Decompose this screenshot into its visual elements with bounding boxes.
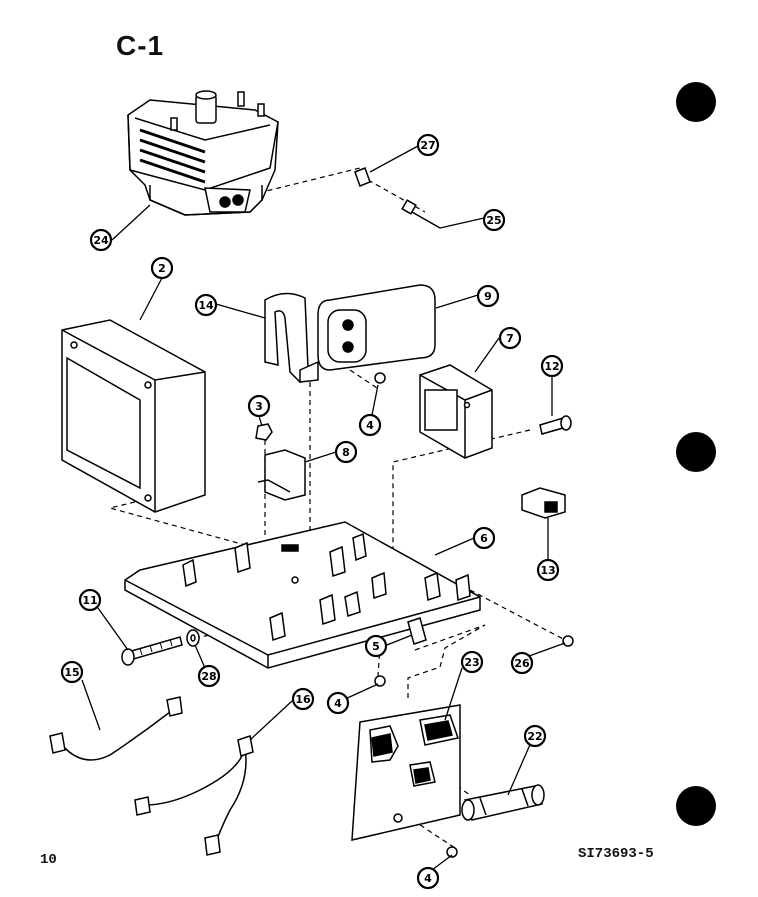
clip-5 [407, 617, 427, 645]
part-callout-15: 15 [60, 660, 84, 684]
part-callout-13: 13 [536, 558, 560, 582]
binder-hole-middle [676, 432, 716, 472]
part-callout-label: 22 [527, 730, 542, 743]
power-transformer [61, 319, 206, 513]
part-callout-label: 14 [198, 299, 214, 312]
base-plate [124, 521, 481, 669]
part-callout-12: 12 [540, 354, 564, 378]
fuse-22 [461, 784, 545, 821]
washer-28 [186, 629, 200, 647]
connector-13 [521, 487, 566, 519]
nut-3 [255, 423, 273, 441]
wire-harness-16 [134, 735, 254, 856]
part-callout-label: 6 [480, 532, 488, 545]
part-callout-label: 13 [540, 564, 555, 577]
part-callout-3: 3 [247, 394, 271, 418]
part-callout-label: 12 [544, 360, 559, 373]
screw-11 [121, 636, 183, 666]
part-callout-label: 16 [295, 693, 311, 706]
part-callout-23: 23 [460, 650, 484, 674]
part-callout-6: 6 [472, 526, 496, 550]
binder-hole-top [676, 82, 716, 122]
filament-transformer [419, 364, 493, 459]
part-callout-4: 4 [326, 691, 350, 715]
binder-hole-bottom [676, 786, 716, 826]
part-callout-label: 26 [514, 657, 530, 670]
part-callout-label: 11 [82, 594, 97, 607]
part-callout-label: 25 [486, 214, 501, 227]
callout-group: 24 27 25 2 14 9 7 12 3 4 8 13 6 11 28 5 26 15 4 16 23 22 4 [60, 133, 564, 890]
part-callout-label: 4 [334, 697, 342, 710]
capacitor-bracket [264, 292, 319, 384]
part-callout-25: 25 [482, 208, 506, 232]
part-callout-label: 5 [372, 640, 380, 653]
page-title: C-1 [116, 30, 165, 61]
part-callout-16: 16 [291, 687, 315, 711]
part-callout-7: 7 [498, 326, 522, 350]
part-callout-5: 5 [364, 634, 388, 658]
part-callout-label: 3 [255, 400, 263, 413]
part-callout-28: 28 [197, 664, 221, 688]
part-callout-9: 9 [476, 284, 500, 308]
nut-4-middle [374, 675, 386, 687]
part-callout-14: 14 [194, 293, 218, 317]
part-callout-label: 7 [506, 332, 514, 345]
leader-lines [81, 145, 566, 871]
magnetron-clip [354, 167, 371, 187]
nut-4-upper [374, 372, 386, 384]
nut-4-lower [446, 846, 458, 858]
part-callout-26: 26 [510, 651, 534, 675]
part-callout-label: 9 [484, 290, 492, 303]
part-callout-label: 8 [342, 446, 350, 459]
part-callout-label: 27 [420, 139, 435, 152]
assembly-lines [109, 167, 566, 849]
nut-26 [562, 635, 574, 647]
part-callout-label: 23 [464, 656, 479, 669]
page-number: 10 [40, 852, 57, 868]
part-callout-2: 2 [150, 256, 174, 280]
drawing-code: SI73693-5 [578, 846, 654, 862]
part-callout-label: 28 [201, 670, 216, 683]
relay-8 [257, 449, 306, 501]
fuse-holder-board [351, 704, 461, 841]
part-callout-11: 11 [78, 588, 102, 612]
part-callout-label: 2 [158, 262, 166, 275]
part-callout-4: 4 [358, 413, 382, 437]
magnetron-screw [401, 199, 441, 229]
part-callout-22: 22 [523, 724, 547, 748]
part-callout-label: 24 [93, 234, 109, 247]
wire-15 [49, 696, 183, 761]
part-callout-label: 4 [424, 872, 432, 885]
part-callout-27: 27 [416, 133, 440, 157]
part-callout-24: 24 [89, 228, 113, 252]
part-callout-label: 4 [366, 419, 374, 432]
high-voltage-capacitor [317, 284, 436, 371]
part-callout-label: 15 [64, 666, 79, 679]
screw-12 [539, 415, 572, 435]
part-callout-4: 4 [416, 866, 440, 890]
part-callout-8: 8 [334, 440, 358, 464]
magnetron [127, 90, 279, 216]
